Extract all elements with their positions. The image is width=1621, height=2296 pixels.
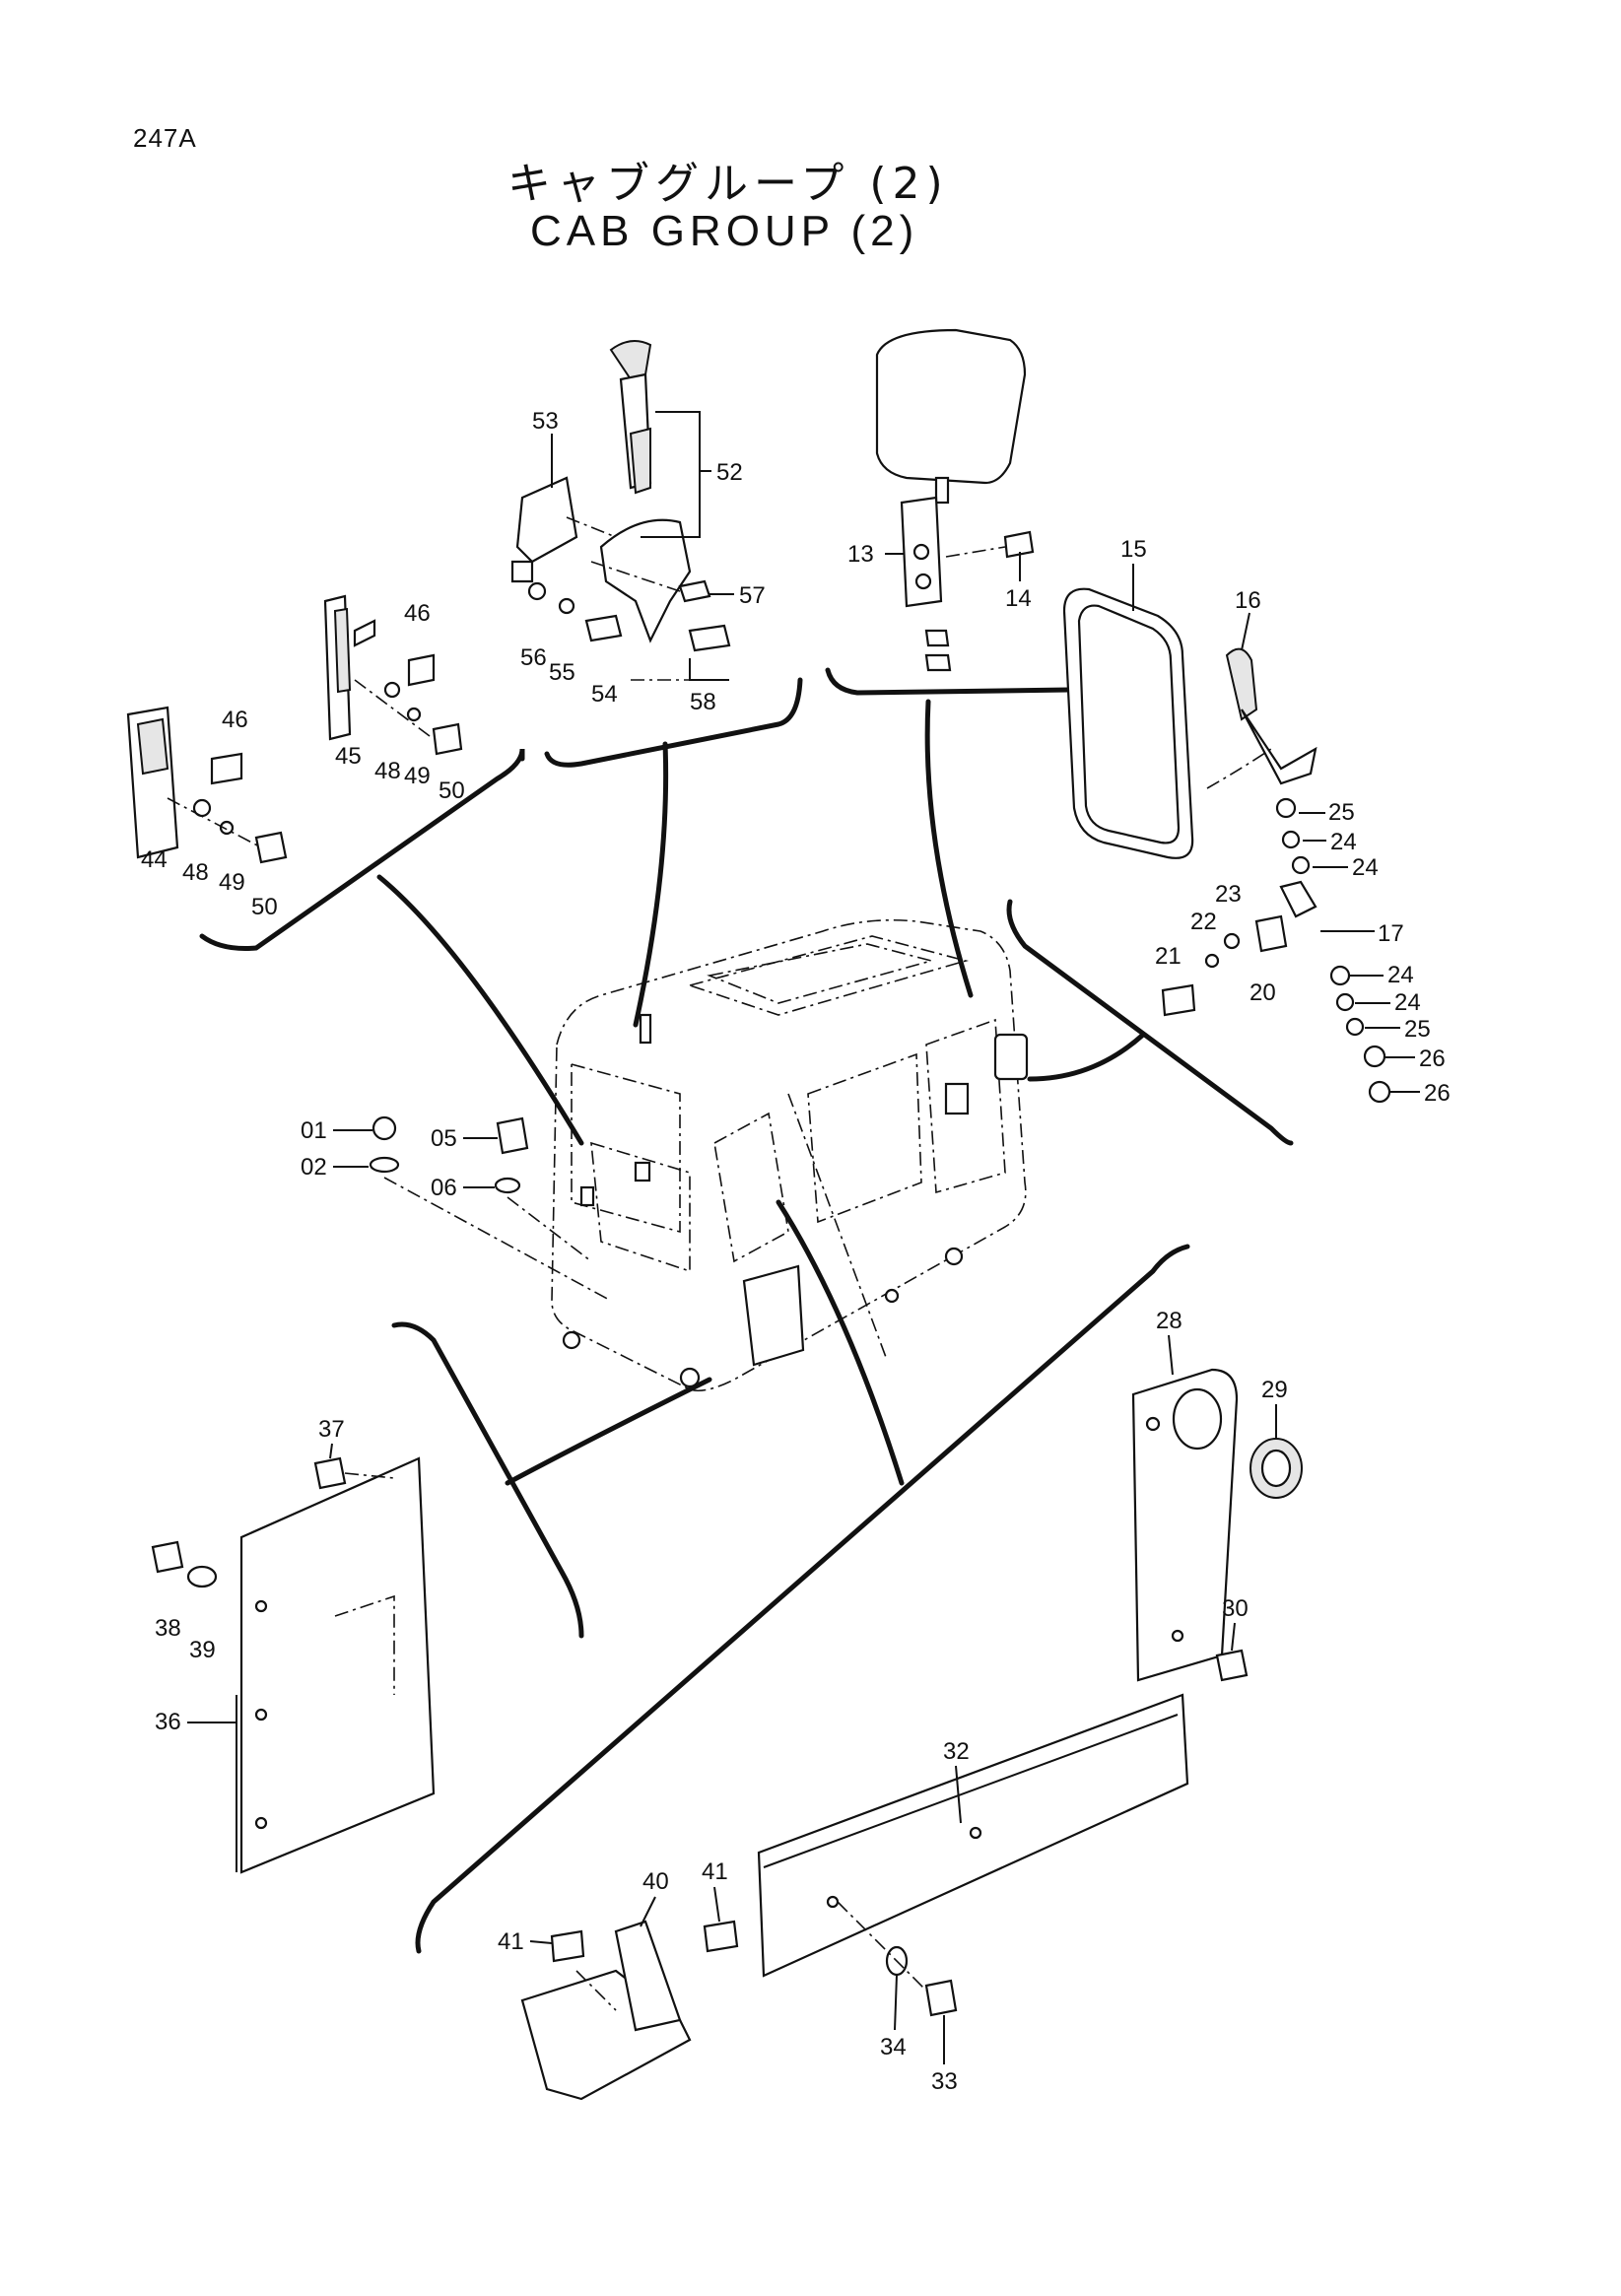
left-panel-group [151, 1456, 436, 1874]
callout-48-lower: 48 [182, 859, 209, 886]
callout-34: 34 [880, 2034, 907, 2060]
callout-33: 33 [931, 2068, 958, 2095]
callout-57: 57 [739, 582, 766, 609]
connector-bottom-to-cab [776, 1199, 905, 1486]
callout-22: 22 [1190, 909, 1217, 935]
callout-20: 20 [1250, 979, 1276, 1006]
lever-group [510, 340, 734, 681]
callout-30: 30 [1222, 1595, 1249, 1622]
callout-13: 13 [847, 541, 874, 568]
callout-50-upper: 50 [439, 777, 465, 804]
window-group [1062, 587, 1391, 1104]
callout-15: 15 [1120, 536, 1147, 563]
callout-26-b: 26 [1424, 1080, 1451, 1107]
callout-41-left: 41 [498, 1928, 524, 1955]
page-number: 247A [133, 123, 197, 153]
callout-14: 14 [1005, 585, 1032, 612]
callout-50-lower: 50 [251, 894, 278, 920]
callout-21: 21 [1155, 943, 1182, 970]
callout-01: 01 [301, 1117, 327, 1144]
grip-group-45 [323, 594, 463, 756]
callout-25-upper: 25 [1328, 799, 1355, 826]
long-cover-group [757, 1693, 1189, 2017]
connector-lever-to-cab [633, 741, 669, 1028]
connector-window-to-cab [1027, 1032, 1146, 1082]
bracket-group [520, 1920, 739, 2101]
connector-panel-to-cab [505, 1377, 712, 1486]
callout-29: 29 [1261, 1377, 1288, 1403]
callout-44: 44 [141, 846, 168, 873]
cab-fasteners [369, 1115, 612, 1302]
callout-24-d: 24 [1394, 989, 1421, 1016]
group-boundary-top-left [544, 677, 803, 768]
callout-58: 58 [690, 689, 716, 715]
callout-41-right: 41 [702, 1858, 728, 1885]
callout-54: 54 [591, 681, 618, 708]
callout-56: 56 [520, 644, 547, 671]
callout-labels: 53 52 57 56 55 54 58 46 45 48 49 50 46 4… [141, 408, 1451, 2095]
callout-06: 06 [431, 1175, 457, 1201]
callout-52: 52 [716, 459, 743, 486]
callout-24-c: 24 [1387, 962, 1414, 988]
callout-26-a: 26 [1419, 1046, 1446, 1072]
callout-36: 36 [155, 1709, 181, 1735]
title-japanese: キャブグループ (2) [507, 159, 949, 209]
group-boundary-left [199, 748, 525, 951]
connector-left-to-cab [376, 874, 584, 1146]
mirror-group [875, 328, 1035, 672]
leader-lines [187, 434, 1420, 2064]
callout-02: 02 [301, 1154, 327, 1181]
callout-24-a: 24 [1330, 829, 1357, 855]
callout-49-upper: 49 [404, 763, 431, 789]
group-boundary-bottom [415, 1244, 1190, 1954]
callout-45: 45 [335, 743, 362, 770]
callout-48-upper: 48 [374, 758, 401, 784]
callout-55: 55 [549, 659, 575, 686]
callout-53: 53 [532, 408, 559, 435]
callout-24-b: 24 [1352, 854, 1379, 881]
callout-25-lower: 25 [1404, 1016, 1431, 1043]
connector-mirror-to-cab [924, 699, 974, 998]
callout-16: 16 [1235, 587, 1261, 614]
group-boundary-lower-left [391, 1321, 584, 1639]
cab-body [551, 919, 1029, 1392]
callout-37: 37 [318, 1416, 345, 1443]
callout-46-upper: 46 [404, 600, 431, 627]
callout-39: 39 [189, 1637, 216, 1663]
callout-46-lower: 46 [222, 707, 248, 733]
callout-05: 05 [431, 1125, 457, 1152]
side-plate-group [1131, 1368, 1303, 1682]
title-english: CAB GROUP (2) [530, 207, 919, 255]
callout-23: 23 [1215, 881, 1242, 908]
group-boundary-right [1006, 899, 1294, 1146]
callout-17: 17 [1378, 920, 1404, 947]
callout-49-lower: 49 [219, 869, 245, 896]
callout-32: 32 [943, 1738, 970, 1765]
callout-40: 40 [642, 1868, 669, 1895]
callout-28: 28 [1156, 1308, 1182, 1334]
grip-group-44 [126, 706, 288, 864]
callout-38: 38 [155, 1615, 181, 1642]
group-boundary-top-right [825, 667, 1082, 696]
